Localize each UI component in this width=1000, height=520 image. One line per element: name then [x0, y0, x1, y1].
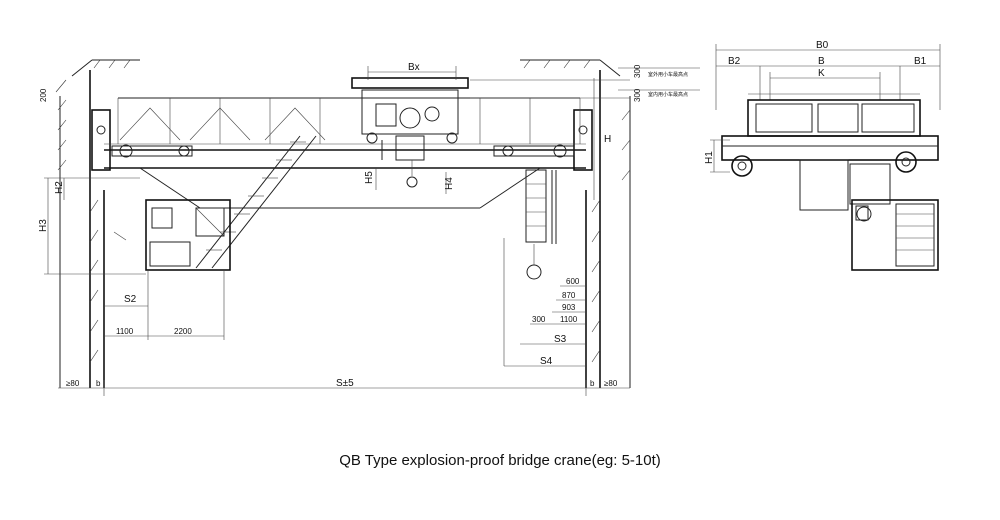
- left-drive: [111, 144, 193, 158]
- side-dim-h1: H1: [704, 151, 715, 164]
- dim-300-top1: 300: [633, 64, 642, 78]
- girder-railing: [117, 97, 581, 144]
- right-ladder: [503, 169, 557, 366]
- dim-1100b: 1100: [560, 315, 578, 324]
- crane-drawing: Bx H H5 H4 H2 H3 S2 1100 2200 600 870 90…: [38, 40, 941, 396]
- dim-span: S±5: [336, 378, 354, 389]
- dim-300-top2: 300: [633, 88, 642, 102]
- dim-h3: H3: [38, 219, 49, 232]
- right-end-carriage: [573, 109, 593, 171]
- dim-2200: 2200: [174, 327, 192, 336]
- dim-80-left: ≥80: [66, 379, 80, 388]
- side-dim-b0: B0: [816, 40, 829, 51]
- dim-903: 903: [562, 303, 576, 312]
- dim-h5: H5: [364, 171, 375, 184]
- dim-s4: S4: [540, 356, 553, 367]
- dim-s3: S3: [554, 334, 567, 345]
- trolley-dimensions: [367, 66, 700, 99]
- dim-870: 870: [562, 291, 576, 300]
- right-dimensions: [375, 78, 595, 367]
- left-dimensions: [44, 177, 225, 340]
- left-end-carriage: [91, 109, 111, 171]
- dim-h4: H4: [444, 177, 455, 190]
- front-view: Bx H H5 H4 H2 H3 S2 1100 2200 600 870 90…: [38, 59, 700, 396]
- side-dim-k: K: [818, 68, 825, 79]
- note-outdoor: 室外用小车最高点: [648, 71, 688, 78]
- side-dim-b1: B1: [914, 56, 927, 67]
- dim-h: H: [604, 134, 611, 145]
- figure-caption: QB Type explosion-proof bridge crane(eg:…: [339, 452, 661, 469]
- trolley: [351, 77, 469, 188]
- dim-200: 200: [39, 88, 48, 102]
- dim-bx: Bx: [408, 62, 420, 73]
- dim-1100: 1100: [116, 327, 134, 336]
- operator-cab: [145, 199, 231, 271]
- note-indoor: 室内用小车最高点: [648, 91, 688, 98]
- right-drive: [493, 144, 575, 158]
- staircase: [195, 135, 317, 269]
- right-column: [520, 59, 631, 388]
- left-column: [55, 59, 140, 388]
- dim-600: 600: [566, 277, 580, 286]
- side-dim-b2: B2: [728, 56, 741, 67]
- dim-h2: H2: [54, 181, 65, 194]
- main-girder: [104, 143, 586, 209]
- side-view: B0 B B1 B2 K H1: [704, 40, 941, 271]
- dim-s2: S2: [124, 294, 137, 305]
- side-dim-b: B: [818, 56, 825, 67]
- dim-300: 300: [532, 315, 546, 324]
- dim-80-right: ≥80: [604, 379, 618, 388]
- dim-b-right: b: [590, 379, 595, 388]
- span-line: [58, 380, 630, 396]
- dim-b-left: b: [96, 379, 101, 388]
